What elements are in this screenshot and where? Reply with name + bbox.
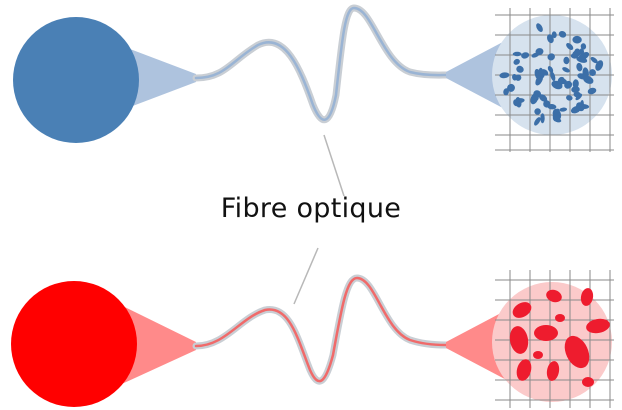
speckle <box>563 56 570 65</box>
blue-small-speckles <box>499 23 604 126</box>
speckle <box>579 48 585 55</box>
speckle <box>547 53 555 61</box>
speckle <box>507 83 515 92</box>
speckle <box>555 314 565 322</box>
speckle <box>516 359 532 381</box>
speckle <box>499 72 510 79</box>
speckle <box>512 302 532 318</box>
speckle <box>513 99 519 107</box>
speckle <box>509 326 529 354</box>
speckle <box>558 30 567 38</box>
speckle <box>538 67 544 77</box>
speckle <box>512 51 522 57</box>
speckle <box>536 23 543 32</box>
speckle <box>539 94 548 102</box>
speckle <box>576 102 585 112</box>
label-pointer-top <box>323 134 345 197</box>
speckle <box>583 75 594 84</box>
red-large-speckles <box>509 288 610 387</box>
speckle <box>533 351 543 359</box>
speckle <box>590 56 598 64</box>
speckle <box>562 67 570 73</box>
speckle <box>540 113 545 124</box>
speckle <box>580 288 594 306</box>
speckle <box>586 318 610 334</box>
speckle <box>513 58 520 65</box>
speckle <box>550 71 556 82</box>
red-row <box>11 270 614 408</box>
speckle <box>534 325 558 341</box>
speckle <box>515 74 522 81</box>
speckle <box>587 87 597 95</box>
speckle <box>576 56 588 63</box>
speckle <box>564 335 590 369</box>
speckle <box>534 108 541 115</box>
speckle <box>530 92 539 105</box>
speckle <box>552 108 562 120</box>
speckle <box>559 107 568 112</box>
speckle <box>547 66 554 73</box>
speckle <box>546 289 562 303</box>
speckle <box>516 65 524 73</box>
speckle <box>573 91 581 98</box>
fiber-label: Fibre optique <box>220 193 402 224</box>
red-fiber-core <box>194 276 448 383</box>
speckle <box>576 62 583 72</box>
speckle <box>534 117 541 126</box>
speckle <box>571 86 580 93</box>
blue-fiber-core <box>194 6 448 121</box>
speckle <box>546 34 554 44</box>
speckle <box>543 100 551 108</box>
speckle <box>551 31 557 39</box>
speckle <box>572 79 579 89</box>
speckle <box>531 52 540 58</box>
speckle <box>546 361 560 381</box>
speckle <box>566 95 573 101</box>
speckle <box>521 52 530 59</box>
speckle <box>503 88 509 96</box>
speckle <box>580 43 587 50</box>
red-light-source <box>11 281 137 407</box>
speckle <box>570 53 579 59</box>
speckle <box>589 69 596 77</box>
blue-light-source <box>13 17 139 143</box>
speckle <box>582 377 594 387</box>
speckle <box>572 35 582 44</box>
speckle <box>564 80 573 89</box>
blue-speckle-pattern <box>492 8 614 152</box>
blue-row <box>13 4 614 152</box>
red-speckle-pattern <box>492 270 614 408</box>
speckle <box>566 43 574 50</box>
label-pointer-bottom <box>293 247 319 305</box>
